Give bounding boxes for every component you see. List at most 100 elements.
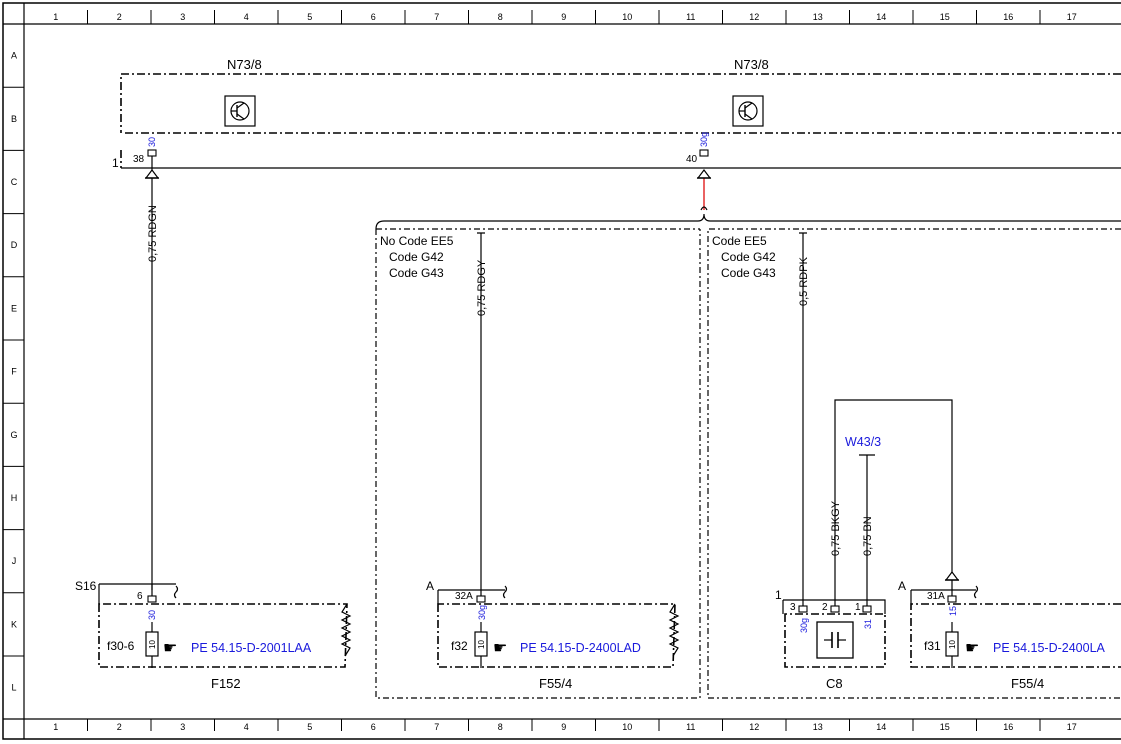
- grid-row-label: C: [11, 177, 18, 187]
- grid-row-label: B: [11, 114, 17, 124]
- fuse-block-f55-a: A 32A 30g 10 f32 ☛ PE 54.15-D-2400LAD F5…: [426, 579, 680, 691]
- branch-no-code-line1: No Code EE5: [380, 234, 454, 248]
- f152-circuit: 30: [147, 610, 157, 620]
- grid-column-label: 10: [622, 12, 632, 22]
- branch-code-line3: Code G43: [721, 266, 776, 280]
- grid-column-label: 7: [434, 722, 439, 732]
- wire-rdgy: 0,75 RDGY: [476, 232, 488, 590]
- grid-column-label: 13: [813, 12, 823, 22]
- wire-rdgn: 0,75 RDGN: [144, 156, 160, 590]
- pin-40-label: 40: [686, 154, 698, 165]
- c8-circuit-30g: 30g: [799, 618, 809, 633]
- f152-label: F152: [211, 676, 241, 691]
- f55a-block-label: A: [426, 579, 434, 593]
- branch-no-code-line2: Code G42: [389, 250, 444, 264]
- grid-column-label: 3: [180, 722, 185, 732]
- wire-label-rdpk: 0,5 RDPK: [798, 256, 810, 306]
- grid-row-label: K: [11, 619, 17, 629]
- grid-column-label: 12: [749, 12, 759, 22]
- grid-column-label: 10: [622, 722, 632, 732]
- connector-number: 1: [112, 156, 119, 170]
- pin-38-terminal: [147, 149, 157, 157]
- f152-block-label: S16: [75, 579, 97, 593]
- fuse-icon: [145, 631, 159, 657]
- f152-fuse-id: f30-6: [107, 639, 135, 653]
- grid-column-label: 16: [1003, 12, 1013, 22]
- fuse-icon: [945, 631, 959, 657]
- pin-40-terminal: [699, 149, 709, 157]
- f55b-fuse-id: f31: [924, 639, 941, 653]
- component-c8: 1 3 2 1 30g 31 C8: [775, 588, 886, 691]
- wire-bn: 0,75 BN: [859, 454, 875, 600]
- pointing-hand-icon: ☛: [965, 640, 979, 657]
- f55b-rating: 10: [948, 640, 957, 649]
- f55b-block-label: A: [898, 579, 906, 593]
- f55a-fuse-id: f32: [451, 639, 468, 653]
- fuse-block-f152: S16 6 30 10 f30-6 ☛ PE 54.15-D-2001LAA F…: [75, 579, 352, 691]
- grid-column-label: 1: [53, 12, 58, 22]
- grid-column-label: 6: [371, 722, 376, 732]
- branch-code-line2: Code G42: [721, 250, 776, 264]
- n73-module: N73/8 N73/8 1 38 30 40 30g: [112, 57, 1121, 170]
- grid-row-label: H: [11, 493, 18, 503]
- c8-label: C8: [826, 676, 843, 691]
- fuse-block-f55-b: A 31A 15 10 f31 ☛ PE 54.15-D-2400LA F55/…: [898, 579, 1121, 691]
- branch-bracket: [375, 213, 1121, 699]
- f55b-label: F55/4: [1011, 676, 1044, 691]
- grid-row-label: F: [11, 367, 17, 377]
- f55a-circuit: 30g: [477, 605, 487, 620]
- grid-column-label: 14: [876, 12, 886, 22]
- grid-column-label: 12: [749, 722, 759, 732]
- grid-column-label: 7: [434, 12, 439, 22]
- grid-column-label: 9: [561, 722, 566, 732]
- grid-column-label: 13: [813, 722, 823, 732]
- f55a-rating: 10: [477, 640, 486, 649]
- grid-column-label: 2: [117, 12, 122, 22]
- grid-column-label: 4: [244, 722, 249, 732]
- f55a-pin: 32A: [455, 591, 473, 602]
- c8-pin-3: 3: [790, 602, 796, 613]
- grid-row-label: L: [11, 683, 16, 693]
- grid-row-label: D: [11, 240, 18, 250]
- transistor-icon: [224, 95, 256, 127]
- c8-pin-2: 2: [822, 602, 828, 613]
- grid-row-label: E: [11, 303, 17, 313]
- c8-circuit-31: 31: [863, 619, 873, 629]
- pin-40-circuit: 30g: [699, 132, 709, 147]
- f152-rating: 10: [148, 640, 157, 649]
- n73-right-label: N73/8: [734, 57, 769, 72]
- f55b-pin: 31A: [927, 591, 945, 602]
- pointing-hand-icon: ☛: [493, 640, 507, 657]
- grid-column-label: 15: [940, 12, 950, 22]
- f152-ref: PE 54.15-D-2001LAA: [191, 641, 312, 655]
- branch-no-code-line3: Code G43: [389, 266, 444, 280]
- grid-row-label: G: [10, 430, 17, 440]
- f55a-label: F55/4: [539, 676, 572, 691]
- grid-column-label: 17: [1067, 12, 1077, 22]
- grid-column-label: 5: [307, 12, 312, 22]
- grid-column-label: 15: [940, 722, 950, 732]
- grid-column-label: 3: [180, 12, 185, 22]
- n73-left-label: N73/8: [227, 57, 262, 72]
- wire-label-bn: 0,75 BN: [862, 516, 874, 556]
- pin-38-circuit: 30: [147, 137, 157, 147]
- f152-pin: 6: [137, 591, 143, 602]
- grid-column-label: 5: [307, 722, 312, 732]
- grid-column-label: 4: [244, 12, 249, 22]
- grid-column-label: 11: [686, 722, 695, 732]
- ground-label: W43/3: [845, 435, 881, 449]
- grid-column-label: 2: [117, 722, 122, 732]
- capacitor-icon: [816, 621, 854, 659]
- f55a-ref: PE 54.15-D-2400LAD: [520, 641, 641, 655]
- wire-bkgy: 0,75 BKGY: [830, 399, 960, 600]
- grid-column-label: 11: [686, 12, 695, 22]
- c8-block-label: 1: [775, 588, 782, 602]
- wire-label-rdgn: 0,75 RDGN: [147, 205, 159, 262]
- wire-red-feed: [696, 169, 712, 211]
- grid-row-label: J: [12, 556, 17, 566]
- grid-column-label: 1: [53, 722, 58, 732]
- pointing-hand-icon: ☛: [163, 640, 177, 657]
